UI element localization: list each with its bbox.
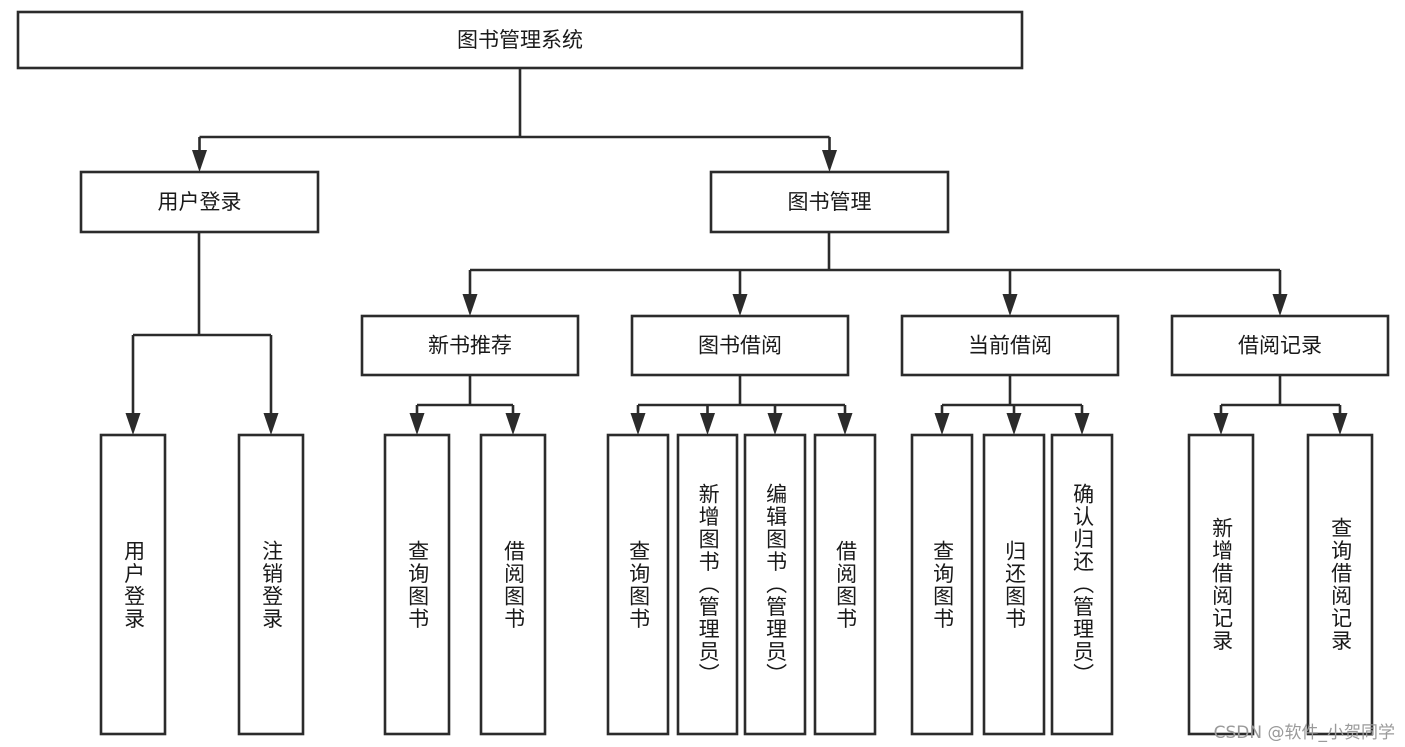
- arrow-head-icon: [837, 413, 853, 435]
- arrow-head-icon: [1006, 413, 1022, 435]
- node-leaf-box-6[interactable]: [743, 433, 807, 736]
- arrow-head-icon: [630, 413, 646, 435]
- node-leaf-box-1[interactable]: [237, 433, 305, 736]
- node-leaf-box-12[interactable]: [1306, 433, 1374, 736]
- arrow-head-icon: [1002, 294, 1018, 316]
- node-leaf-box-9[interactable]: [982, 433, 1046, 736]
- node-leaf-box-4[interactable]: [606, 433, 670, 736]
- node-root-label: 图书管理系统: [457, 28, 583, 52]
- arrow-head-icon: [1332, 413, 1348, 435]
- node-level2-label-0: 用户登录: [158, 190, 242, 214]
- arrow-head-icon: [125, 413, 141, 435]
- arrow-head-icon: [732, 294, 748, 316]
- arrow-head-icon: [767, 413, 783, 435]
- arrow-head-icon: [934, 413, 950, 435]
- node-level3-box-0[interactable]: [360, 314, 580, 377]
- node-leaf-box-0[interactable]: [99, 433, 167, 736]
- node-leaf-box-11[interactable]: [1187, 433, 1255, 736]
- node-level2-box-0[interactable]: [79, 170, 320, 234]
- node-level3-box-3[interactable]: [1170, 314, 1390, 377]
- node-level3-label-1: 图书借阅: [698, 334, 782, 358]
- node-leaf-box-3[interactable]: [479, 433, 547, 736]
- arrow-head-icon: [505, 413, 521, 435]
- arrow-head-icon: [409, 413, 425, 435]
- node-leaf-box-7[interactable]: [813, 433, 877, 736]
- arrow-head-icon: [1213, 413, 1229, 435]
- node-leaf-box-5[interactable]: [676, 433, 739, 736]
- connector-layer: [125, 68, 1348, 435]
- node-root-box[interactable]: [16, 10, 1024, 70]
- arrow-head-icon: [1272, 294, 1288, 316]
- arrow-head-icon: [192, 150, 207, 172]
- arrow-head-icon: [263, 413, 279, 435]
- node-level2-label-1: 图书管理: [788, 190, 872, 214]
- arrow-head-icon: [822, 150, 837, 172]
- arrow-head-icon: [462, 294, 478, 316]
- node-level3-label-0: 新书推荐: [428, 334, 512, 358]
- arrow-head-icon: [1074, 413, 1090, 435]
- node-level3-box-2[interactable]: [900, 314, 1120, 377]
- node-level3-label-3: 借阅记录: [1238, 334, 1322, 358]
- node-level3-label-2: 当前借阅: [968, 334, 1052, 358]
- node-leaf-box-10[interactable]: [1050, 433, 1114, 736]
- node-leaf-box-8[interactable]: [910, 433, 974, 736]
- arrow-head-icon: [700, 413, 715, 435]
- node-level2-box-1[interactable]: [709, 170, 950, 234]
- node-leaf-box-2[interactable]: [383, 433, 451, 736]
- node-level3-box-1[interactable]: [630, 314, 850, 377]
